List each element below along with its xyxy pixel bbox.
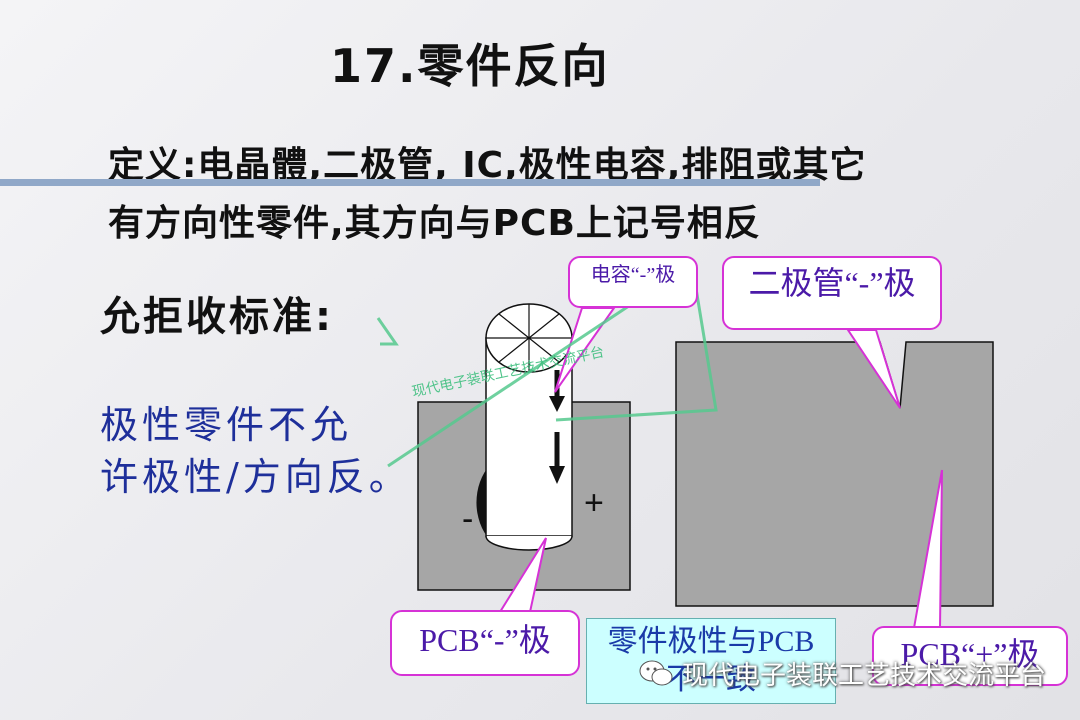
right-pad [675,341,994,607]
minus-sign: - [462,500,474,538]
wechat-icon [639,660,673,685]
bottom-watermark: 现代电子装联工艺技术交流平台 [638,655,1046,692]
slide-title: 17.零件反向 [330,39,610,93]
pcb-minus-callout: PCB“-”极 [390,610,580,676]
diode-callout-pointer [846,329,901,409]
plus-sign: + [584,484,604,522]
cap-minus-callout: 电容“-”极 [568,256,698,308]
diode-minus-callout: 二极管“-”极 [722,256,942,330]
watermark-lines [376,261,718,468]
note-line-2: 许极性/方向反。 [100,455,411,499]
polarity-box-line-2: 不一致 [666,663,756,696]
note-line-1: 极性零件不允 [100,403,353,447]
pcb-plus-callout: PCB“+”极 [872,626,1068,686]
bottom-watermark-text: 现代电子装联工艺技术交流平台 [681,661,1046,691]
polarity-mismatch-box: 零件极性与PCB 不一致 [586,618,836,704]
definition-line-2: 有方向性零件,其方向与PCB上记号相反 [108,203,761,244]
header-divider [0,179,820,186]
polarity-box-line-1: 零件极性与PCB [607,625,815,658]
cap-callout-pointer [554,307,616,393]
criteria-label: 允拒收标准: [100,294,334,340]
